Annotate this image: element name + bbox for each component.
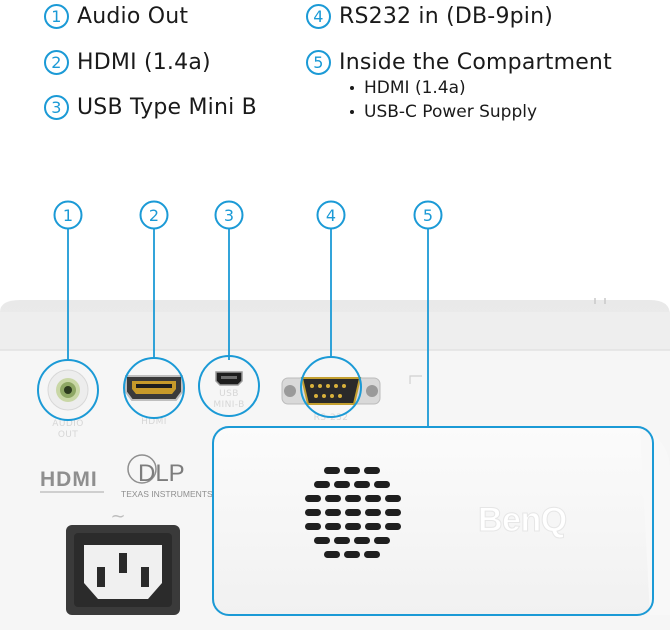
legend-label: Audio Out — [77, 4, 189, 29]
bullet-icon — [350, 86, 354, 90]
audio-out-jack — [47, 369, 89, 411]
compartment-item: HDMI (1.4a) — [350, 78, 466, 98]
compartment-cover — [212, 426, 670, 616]
legend-hdmi: 2 HDMI (1.4a) — [44, 50, 211, 75]
callout-lines — [67, 229, 429, 426]
legend-rs232: 4 RS232 in (DB-9pin) — [306, 4, 553, 29]
legend-compartment: 5 Inside the Compartment — [306, 50, 612, 75]
hdmi-port — [125, 375, 183, 401]
compartment-item-label: HDMI (1.4a) — [364, 78, 466, 98]
callout-2: 2 — [139, 200, 169, 230]
dlp-logo: DLP TEXAS INSTRUMENTS — [121, 454, 213, 499]
dlp-logo-subtext: TEXAS INSTRUMENTS — [121, 489, 213, 499]
usb-port-label: MINI-B — [213, 400, 244, 410]
bullet-icon — [350, 110, 354, 114]
callout-number: 5 — [306, 50, 331, 75]
legend-usb: 3 USB Type Mini B — [44, 95, 257, 120]
legend-label: HDMI (1.4a) — [77, 50, 211, 75]
legend-label: RS232 in (DB-9pin) — [339, 4, 554, 29]
callout-number: 5 — [423, 206, 433, 225]
highlight-rings — [37, 355, 362, 421]
callout-5: 5 — [413, 200, 443, 230]
power-inlet — [66, 525, 180, 615]
callout-circles: 1 2 3 4 5 — [53, 200, 443, 230]
callout-number: 3 — [44, 95, 69, 120]
power-symbol: ~ — [110, 506, 125, 527]
callout-1: 1 — [53, 200, 83, 230]
usb-port-label: USB — [219, 389, 239, 399]
hdmi-logo-text: HDMI — [40, 468, 98, 491]
usb-mini-b-port — [215, 371, 243, 386]
callout-number: 4 — [306, 4, 331, 29]
compartment-item: USB-C Power Supply — [350, 102, 537, 122]
callout-number: 1 — [63, 206, 73, 225]
callout-number: 3 — [224, 206, 234, 225]
hdmi-port-label: HDMI — [141, 417, 167, 427]
callout-number: 2 — [44, 50, 69, 75]
callout-4: 4 — [316, 200, 346, 230]
speaker-vent — [305, 467, 401, 558]
audio-out-port-label: OUT — [58, 430, 78, 440]
benq-logo: BenQ — [478, 501, 567, 539]
rs232-port-label: RS-232 — [314, 413, 349, 423]
hdmi-logo: HDMI — [40, 468, 104, 493]
callout-3: 3 — [214, 200, 244, 230]
callout-number: 4 — [326, 206, 336, 225]
legend-label: Inside the Compartment — [339, 50, 612, 75]
audio-out-port-label: AUDIO — [52, 419, 83, 429]
projector-top-ridge — [0, 312, 670, 352]
dlp-logo-text: DLP — [138, 460, 185, 487]
legend-label: USB Type Mini B — [77, 95, 257, 120]
compartment-item-label: USB-C Power Supply — [364, 102, 538, 122]
legend-audio-out: 1 Audio Out — [44, 4, 188, 29]
callout-number: 1 — [44, 4, 69, 29]
callout-number: 2 — [149, 206, 159, 225]
rs232-port — [281, 377, 381, 405]
